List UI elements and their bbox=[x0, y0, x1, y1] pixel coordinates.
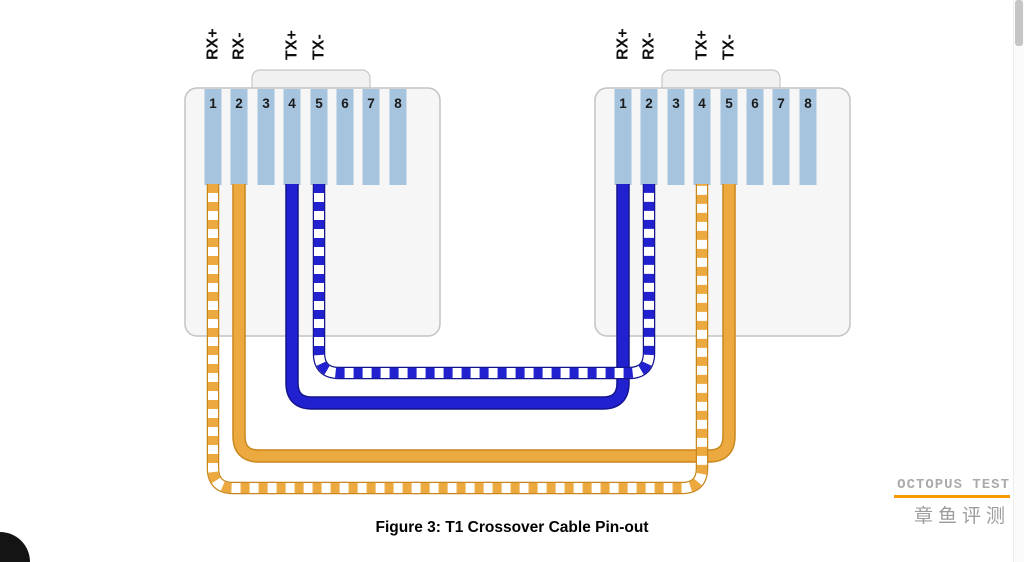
pin-number: 7 bbox=[367, 96, 375, 111]
rj45-connector-right: 1 2 3 4 5 6 7 8 RX+ RX- TX+ TX- bbox=[594, 28, 851, 337]
pin-number: 5 bbox=[725, 96, 733, 111]
wire-orange-striped-L1-to-R4 bbox=[206, 184, 709, 495]
pin-slot bbox=[389, 89, 407, 185]
watermark: OCTOPUS TEST 章鱼评测 bbox=[894, 477, 1010, 528]
pin-number: 8 bbox=[804, 96, 812, 111]
signal-label-rx-minus: RX- bbox=[231, 32, 248, 60]
pin-number: 7 bbox=[777, 96, 785, 111]
pin-number: 3 bbox=[672, 96, 680, 111]
rj45-connector-left: 1 2 3 4 5 6 7 8 RX+ RX- TX+ TX- bbox=[184, 28, 441, 337]
pin-number: 1 bbox=[619, 96, 627, 111]
pin-slot bbox=[257, 89, 275, 185]
pin-slot bbox=[667, 89, 685, 185]
signal-label-tx-minus: TX- bbox=[721, 34, 738, 60]
pin-slot bbox=[310, 89, 328, 185]
pin-slot bbox=[772, 89, 790, 185]
pin-slot bbox=[230, 89, 248, 185]
pin-slot bbox=[362, 89, 380, 185]
watermark-subtitle: 章鱼评测 bbox=[913, 506, 1010, 527]
pin-slot bbox=[204, 89, 222, 185]
pin-slot bbox=[283, 89, 301, 185]
scrollbar-thumb[interactable] bbox=[1015, 0, 1023, 46]
scrollbar-track[interactable] bbox=[1013, 0, 1024, 562]
signal-label-rx-plus: RX+ bbox=[205, 28, 222, 60]
figure-caption: Figure 3: T1 Crossover Cable Pin-out bbox=[375, 519, 649, 536]
pin-number: 5 bbox=[315, 96, 323, 111]
pin-slot bbox=[336, 89, 354, 185]
pin-slot bbox=[746, 89, 764, 185]
watermark-title: OCTOPUS TEST bbox=[897, 477, 1010, 493]
signal-label-tx-plus: TX+ bbox=[694, 30, 711, 60]
watermark-accent-rule bbox=[894, 495, 1010, 498]
signal-label-tx-minus: TX- bbox=[311, 34, 328, 60]
pin-number: 8 bbox=[394, 96, 402, 111]
signal-label-rx-plus: RX+ bbox=[615, 28, 632, 60]
pin-number: 4 bbox=[288, 96, 296, 111]
wire-blue-solid-L4-to-R1 bbox=[285, 184, 630, 410]
pin-slot bbox=[799, 89, 817, 185]
pin-number: 2 bbox=[235, 96, 243, 111]
pin-number: 6 bbox=[751, 96, 759, 111]
signal-label-rx-minus: RX- bbox=[641, 32, 658, 60]
pin-number: 2 bbox=[645, 96, 653, 111]
pin-slot bbox=[640, 89, 658, 185]
pin-number: 3 bbox=[262, 96, 270, 111]
pin-slot bbox=[614, 89, 632, 185]
pin-slot bbox=[720, 89, 738, 185]
signal-label-tx-plus: TX+ bbox=[284, 30, 301, 60]
pin-slot bbox=[693, 89, 711, 185]
pin-number: 1 bbox=[209, 96, 217, 111]
pin-number: 6 bbox=[341, 96, 349, 111]
wire-orange-solid-L2-to-R5 bbox=[232, 184, 736, 463]
wire-blue-striped-L5-to-R2 bbox=[312, 184, 656, 380]
pin-number: 4 bbox=[698, 96, 706, 111]
